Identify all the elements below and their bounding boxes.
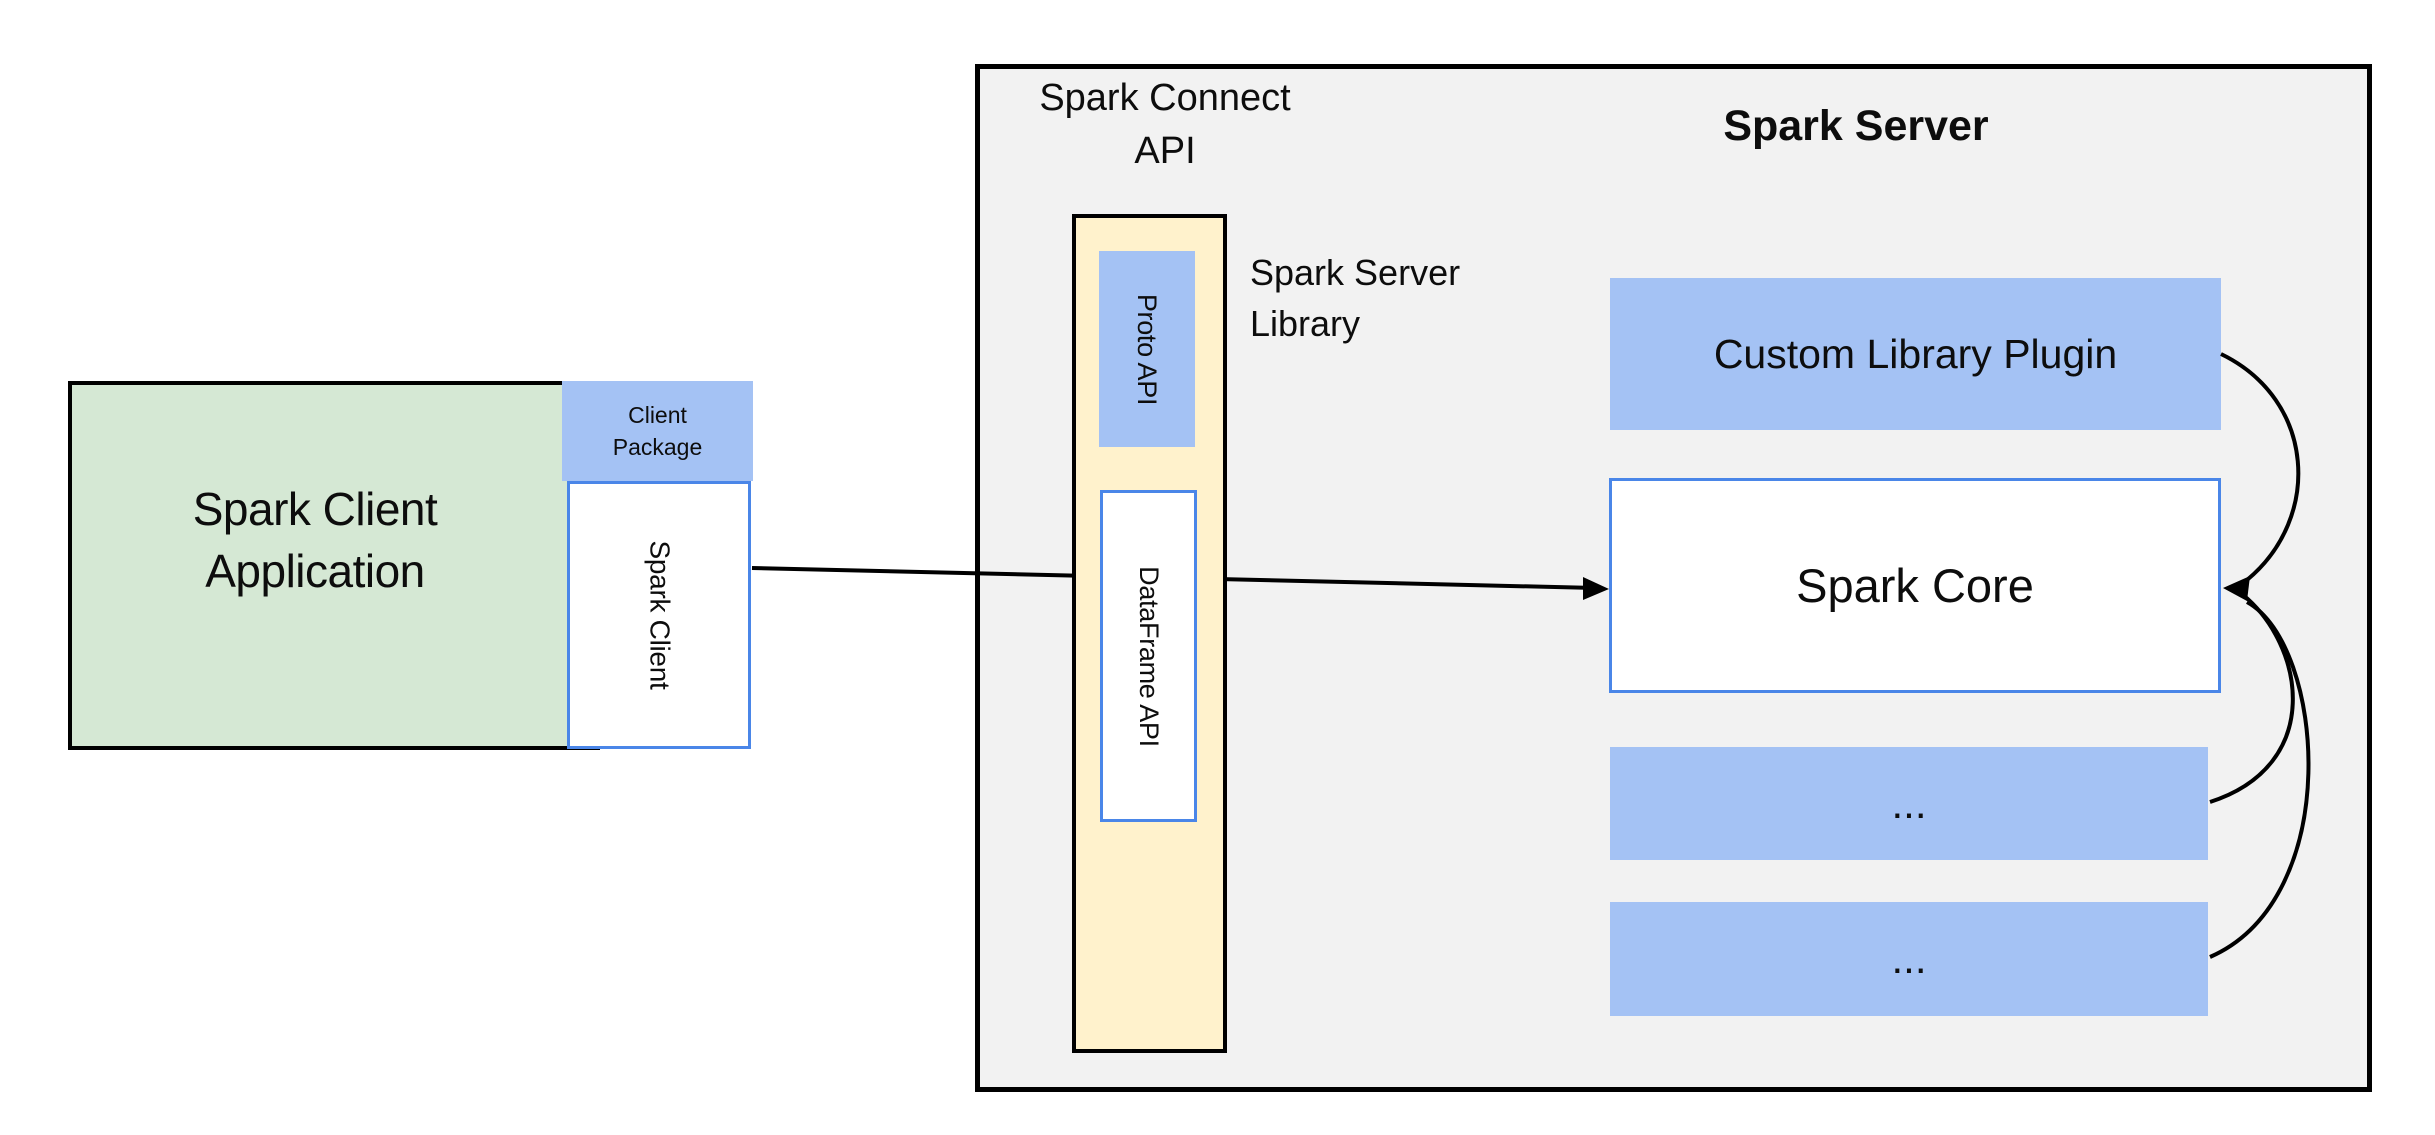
- ellipsis-box-1: ...: [1610, 747, 2208, 860]
- custom-library-plugin-box: Custom Library Plugin: [1610, 278, 2221, 430]
- ellipsis-box-2: ...: [1610, 902, 2208, 1016]
- spark-client-box: Spark Client: [567, 481, 751, 749]
- spark-server-library-label-line1: Spark Server: [1250, 252, 1461, 293]
- spark-client-application-label: Spark Client Application: [68, 478, 562, 602]
- spark-server-library-label: Spark Server Library: [1250, 247, 1460, 349]
- client-package-label-line2: Package: [612, 434, 703, 460]
- ellipsis-box-1-label: ...: [1891, 779, 1927, 827]
- spark-client-application-box: [68, 381, 600, 750]
- spark-client-application-label-line2: Application: [205, 545, 425, 597]
- spark-client-application-label-line1: Spark Client: [192, 483, 438, 535]
- dataframe-api-box: DataFrame API: [1100, 490, 1197, 822]
- client-package-label-line1: Client: [628, 402, 687, 428]
- spark-client-label: Spark Client: [643, 540, 675, 690]
- spark-connect-api-label-line2: API: [1134, 130, 1196, 172]
- spark-server-library-label-line2: Library: [1250, 303, 1361, 344]
- spark-connect-api-label: Spark Connect API: [985, 72, 1345, 178]
- custom-library-plugin-label: Custom Library Plugin: [1713, 330, 2118, 377]
- proto-api-label: Proto API: [1132, 293, 1163, 405]
- proto-api-box: Proto API: [1099, 251, 1195, 447]
- client-package-box: Client Package: [562, 381, 753, 481]
- spark-core-box: Spark Core: [1609, 478, 2221, 693]
- spark-connect-api-label-line1: Spark Connect: [1039, 77, 1291, 119]
- spark-core-label: Spark Core: [1796, 559, 2034, 612]
- ellipsis-box-2-label: ...: [1891, 935, 1927, 982]
- spark-server-title: Spark Server: [1723, 102, 1989, 150]
- dataframe-api-label: DataFrame API: [1134, 565, 1165, 747]
